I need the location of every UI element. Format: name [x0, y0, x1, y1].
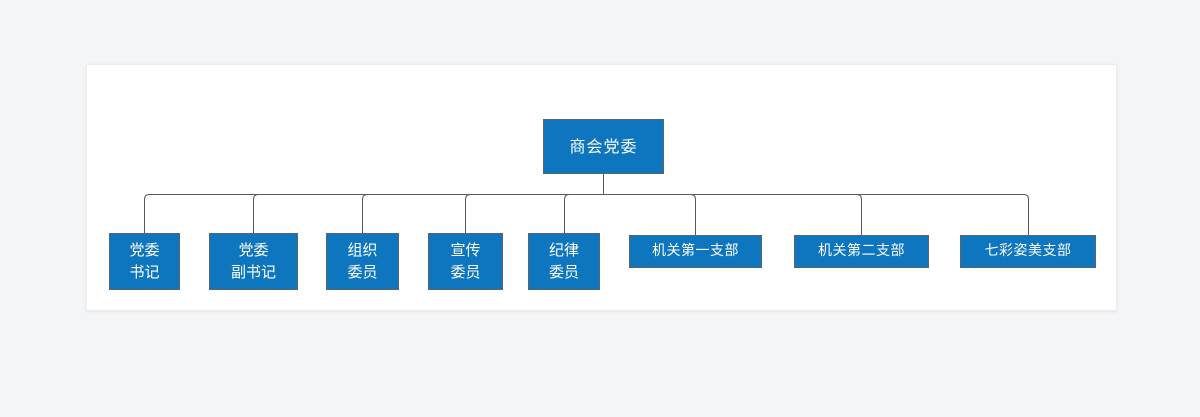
org-node-deputy-secretary[interactable]: 党委 副书记	[209, 233, 298, 290]
connector-lines	[144, 174, 1029, 235]
org-node-label: 商会党委	[569, 136, 638, 156]
org-node-second-branch[interactable]: 机关第二支部	[794, 235, 929, 268]
org-node-label: 党委 书记	[129, 240, 160, 281]
org-node-label: 宣传 委员	[450, 240, 481, 281]
org-node-publicity-member[interactable]: 宣传 委员	[428, 233, 503, 290]
org-node-discipline-member[interactable]: 纪律 委员	[528, 233, 600, 290]
org-node-label: 机关第二支部	[818, 243, 905, 260]
org-node-label: 纪律 委员	[548, 240, 579, 281]
org-chart-canvas: 商会党委 党委 书记 党委 副书记 组织 委员 宣传 委员 纪律 委员 机关第一…	[86, 64, 1117, 311]
org-node-label: 七彩姿美支部	[984, 243, 1072, 260]
org-node-first-branch[interactable]: 机关第一支部	[629, 235, 762, 268]
org-node-label: 党委 副书记	[230, 240, 276, 281]
org-node-root[interactable]: 商会党委	[543, 119, 664, 174]
org-node-qicaizimei-branch[interactable]: 七彩姿美支部	[960, 235, 1096, 268]
org-node-party-secretary[interactable]: 党委 书记	[109, 233, 180, 290]
org-node-label: 机关第一支部	[652, 243, 739, 260]
org-node-organization-member[interactable]: 组织 委员	[326, 233, 399, 290]
org-node-label: 组织 委员	[347, 240, 378, 281]
